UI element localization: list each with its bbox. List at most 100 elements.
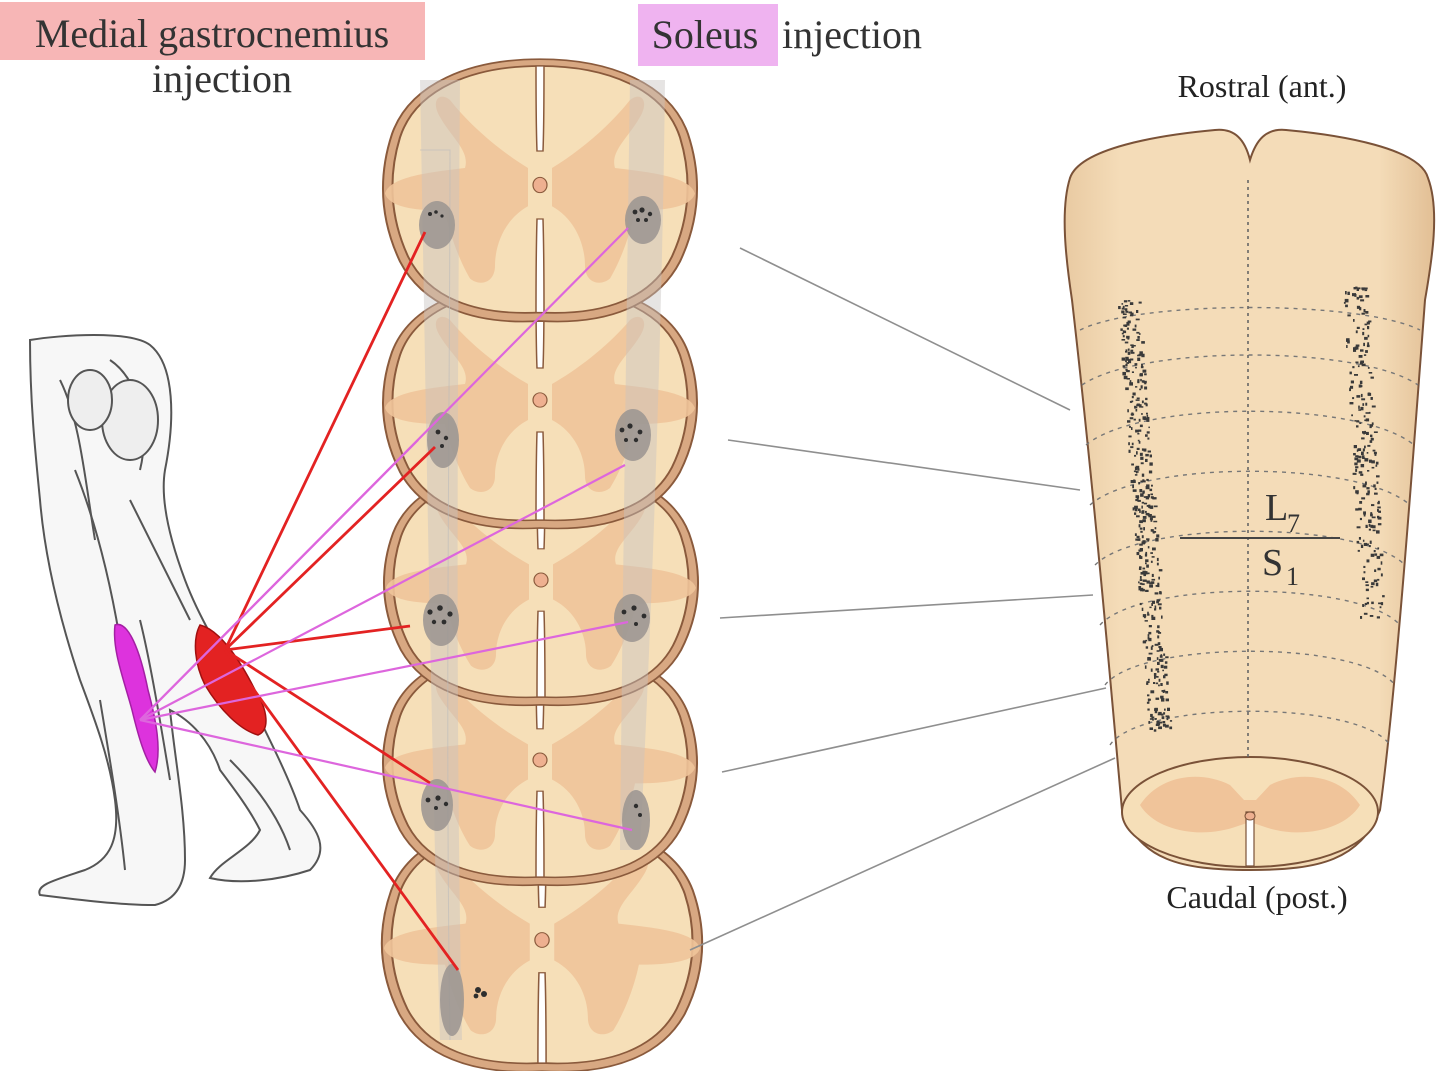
neuron-dot [1131,371,1134,373]
neuron-dot [1153,505,1158,508]
neuron-dot [1142,480,1146,483]
neuron-dot [1138,508,1141,511]
neuron-dot [1355,330,1358,334]
neuron-dot [1135,318,1140,321]
neuron-dot [1355,468,1358,472]
neuron-dot [1156,599,1161,602]
neuron-dot [1142,614,1147,618]
neuron-dot [1358,384,1362,388]
neuron-dot [1365,481,1367,485]
labeled-neurons [425,207,653,999]
neuron-dot [1125,359,1127,363]
neuron-dot [1151,556,1155,558]
neuron-dot [1163,653,1166,656]
neuron-dot [1136,552,1140,556]
neuron-dot [1132,345,1136,347]
neuron-dot [1122,305,1125,308]
neuron-dot [1152,497,1156,500]
soleus-connections [139,227,633,832]
neuron-dot [1346,345,1348,348]
neuron-dot [1162,669,1164,672]
neuron-dot [1356,305,1361,309]
neuron-dot [1136,515,1140,518]
neuron-dot [1374,553,1378,556]
neuron-dot [1158,642,1161,645]
neuron-dot [1158,646,1162,648]
neuron-dot [1159,655,1163,658]
neuron-dot [1362,457,1366,459]
neuron-dot [1141,505,1143,509]
neuron-dot [1158,684,1160,687]
neuron-dot [1149,454,1152,458]
neuron-dot [1141,535,1144,539]
neuron-dot [1145,453,1149,457]
neuron-dot [1150,552,1153,554]
neuron-dot [1121,339,1126,341]
neuron-dot [1360,393,1363,398]
neuron-dot [1139,543,1143,546]
neuron-dot [1122,371,1126,376]
neuron-dot [1356,395,1361,398]
neuron-dot [1141,607,1144,611]
neuron-dot [1356,296,1359,300]
neuron-dot [1150,560,1153,563]
neuron-dot [1126,327,1129,330]
neuron-dot [1127,420,1131,423]
neuron-dot [1358,405,1360,409]
rostral-label: Rostral (ant.) [1178,68,1347,104]
neuron-dot [1138,301,1142,304]
neuron-dot [1365,295,1370,298]
neuron-dot [1349,371,1352,375]
neuron-dot [1356,526,1361,529]
neuron-dot [1160,654,1163,657]
longitudinal-cord [1063,128,1436,872]
neuron-dot [1362,431,1366,434]
neuron-dot [1358,471,1363,474]
neuron-dot [1146,478,1149,481]
neuron-dot [1363,287,1368,290]
neuron-dot [1363,612,1368,615]
neuron-dot [1146,538,1150,541]
neuron-dot [1368,528,1371,531]
neuron-dot [1371,504,1375,507]
neuron-dot [1370,434,1373,438]
neuron-dot [1382,595,1385,598]
neuron-dot [1169,720,1173,722]
neuron-dot [1137,354,1141,357]
neuron-dot [1150,668,1153,672]
neuron-dot [1134,474,1138,476]
neuron-dot [1354,457,1359,461]
neuron-dot [1353,453,1355,456]
neuron-dot [1130,446,1134,449]
soleus-label-highlight [638,4,778,66]
hindlimb-illustration [28,334,322,907]
segment-label-s1-sub: 1 [1286,562,1299,591]
soleus-label: Soleus injection [638,4,922,66]
neuron-dot [1373,484,1376,488]
neuron-dot [1151,573,1154,577]
neuron-dot [1125,308,1127,311]
neuron-dot [1126,378,1130,380]
neuron-dot [1351,414,1353,417]
neuron-dot [1153,520,1158,523]
soleus-label-text: Soleus [652,12,759,57]
neuron-dot [1360,349,1364,352]
neuron-dot [1355,344,1360,347]
neuron-dot [1151,484,1153,487]
neuron-dot [1130,349,1134,352]
neuron-dot [1139,373,1143,377]
neuron-dot [1140,378,1142,382]
neuron-dot [1134,533,1137,536]
neuron-dot [1345,291,1347,295]
neuron-dot [1134,363,1138,366]
neuron-dot [1366,452,1369,454]
neuron-dot [1139,510,1141,513]
neuron-dot [1157,670,1160,673]
neuron-dot [1353,349,1357,352]
neuron-dot [1373,451,1377,455]
neuron-dot [1129,426,1131,428]
neuron-dot [1374,453,1377,456]
neuron-dot [1145,562,1147,565]
neuron-dot [1125,310,1129,313]
neuron-dot [1361,398,1366,401]
